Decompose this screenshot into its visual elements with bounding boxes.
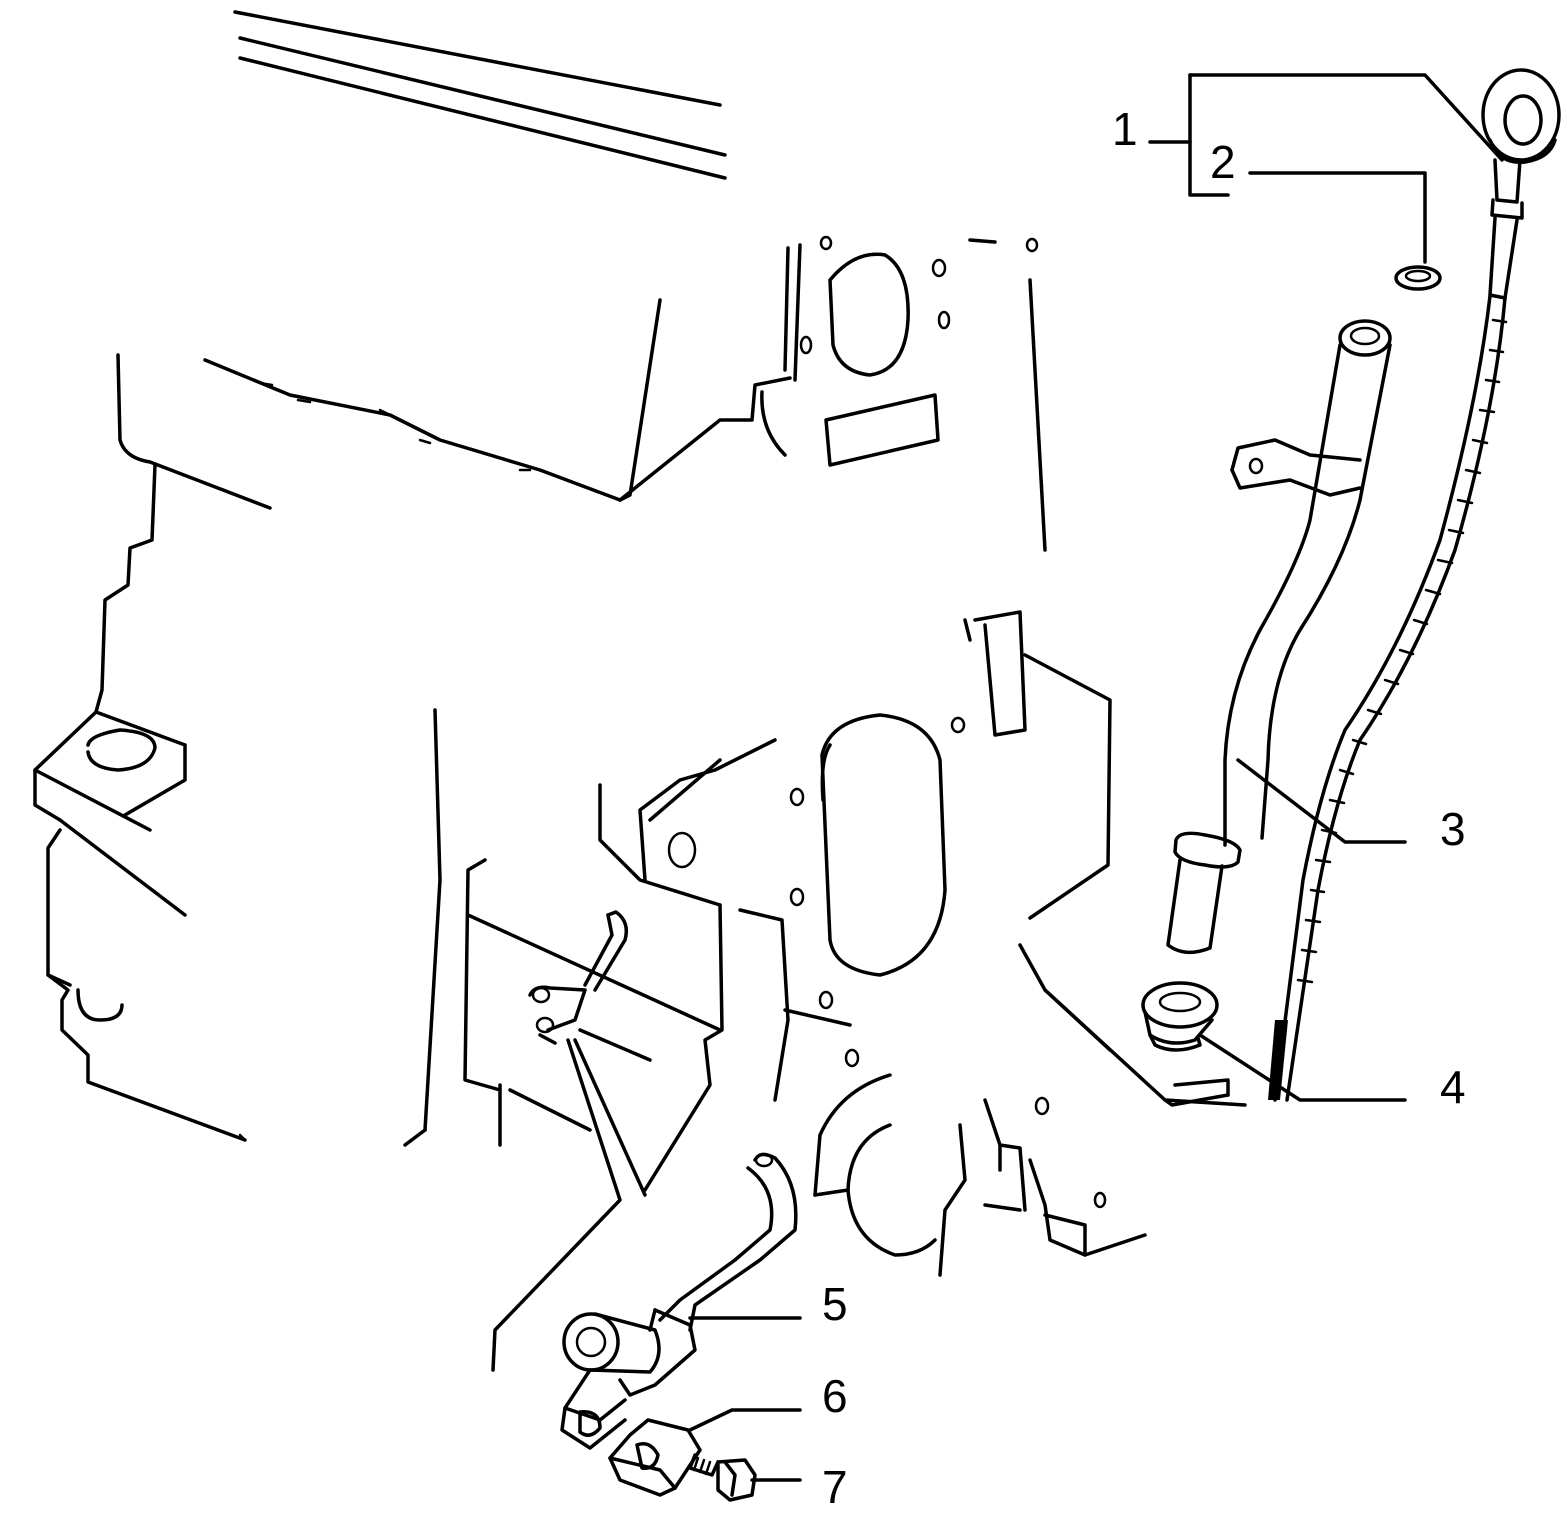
callout-2: 2	[1210, 136, 1236, 188]
grommet	[1141, 981, 1219, 1052]
callout-1: 1	[1112, 103, 1138, 155]
sensor-assembly	[491, 910, 798, 1502]
callout-5: 5	[822, 1278, 848, 1330]
callout-numbers: 1 2 3 4 5 6 7	[822, 103, 1466, 1513]
dipstick-guide-tube	[1166, 319, 1392, 955]
callout-3: 3	[1440, 803, 1466, 855]
seal-ring	[1394, 265, 1442, 291]
engine-block	[33, 10, 1247, 1277]
callout-6: 6	[822, 1370, 848, 1422]
callout-leaders	[688, 73, 1504, 1482]
callout-4: 4	[1440, 1061, 1466, 1113]
dipstick-assembly	[1268, 68, 1561, 1102]
callout-7: 7	[822, 1461, 848, 1513]
